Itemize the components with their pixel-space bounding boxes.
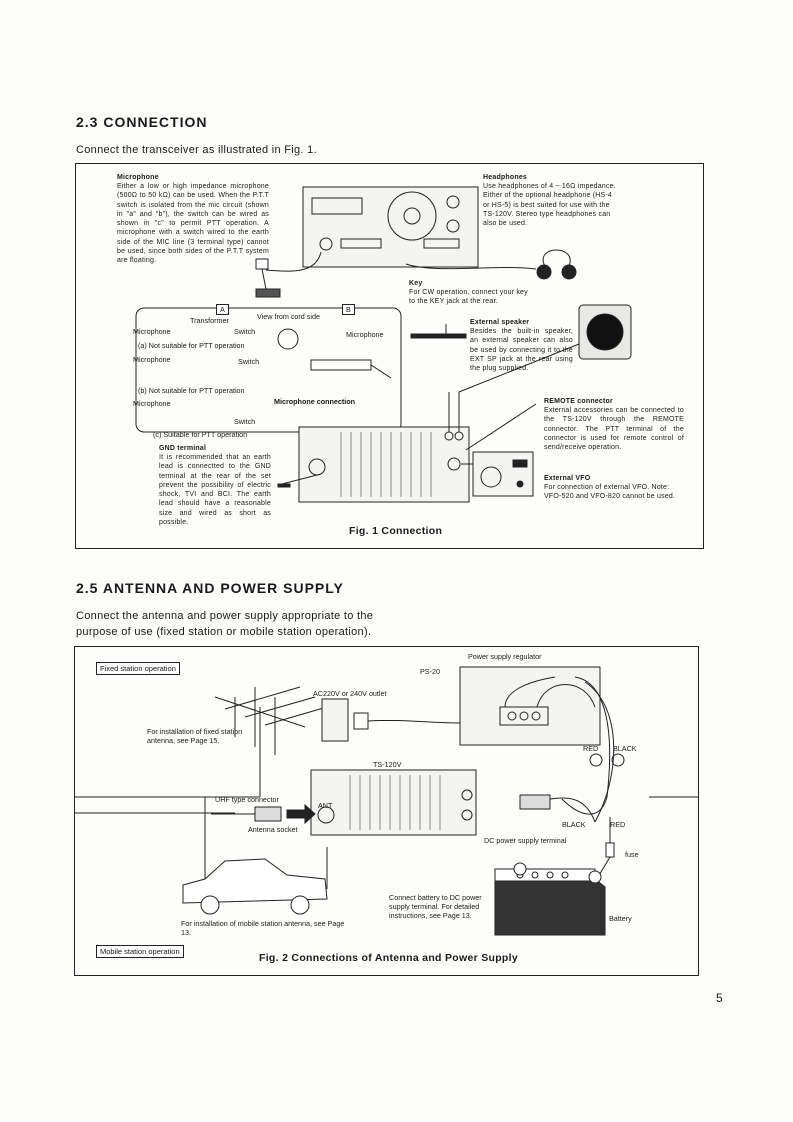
speaker-title: External speaker (470, 319, 530, 326)
note-c: (c) Suitable for PTT operation (153, 430, 248, 439)
battery-note: Connect battery to DC power supply termi… (389, 893, 482, 920)
section-heading-connection: 2.3 CONNECTION (76, 114, 208, 130)
switch-b-label: Switch (238, 357, 260, 366)
key-text: For CW operation, connect your key to th… (409, 289, 528, 306)
note-a: (a) Not suitable for PTT operation (138, 341, 245, 350)
transformer-label: Transformer (190, 316, 229, 325)
speaker-text: Besides the built-in speaker, an externa… (470, 328, 573, 373)
uhf-connector-label: UHF type connector (215, 795, 279, 804)
dc-terminal-label: DC power supply terminal (484, 836, 567, 845)
microphone-c-label: Microphone (133, 399, 171, 408)
figure-1-caption: Fig. 1 Connection (349, 525, 443, 537)
figure-2-frame: Fixed station operation Mobile station o… (74, 646, 699, 976)
microphone-text: Either a low or high impedance microphon… (117, 183, 269, 265)
headphones-title: Headphones (483, 174, 528, 181)
gnd-text: It is recommended that an earth lead is … (159, 454, 271, 527)
ts120v-label: TS-120V (373, 760, 402, 769)
note-b: (b) Not suitable for PTT operation (138, 386, 245, 395)
gnd-title: GND terminal (159, 445, 207, 452)
view-from-cord-label: View from cord side (257, 312, 320, 321)
ac-outlet-label: AC220V or 240V outlet (313, 689, 387, 698)
figure-1-drawing (135, 186, 632, 503)
inset-label-a: A (216, 304, 229, 315)
power-supply-regulator-label: Power supply regulator (468, 652, 542, 661)
microphone-plug-label: Microphone (346, 330, 384, 339)
figure-1-frame: Microphone Either a low or high impedanc… (75, 163, 704, 549)
section-intro-connection: Connect the transceiver as illustrated i… (76, 144, 317, 156)
black-label-top: BLACK (613, 744, 637, 753)
figure-2-caption: Fig. 2 Connections of Antenna and Power … (259, 952, 519, 964)
vfo-text: For connection of external VFO. Note: VF… (544, 484, 676, 501)
mobile-station-tag: Mobile station operation (96, 945, 184, 958)
switch-c-label: Switch (234, 417, 256, 426)
ant-label: ANT (318, 801, 333, 810)
section-heading-antenna: 2.5 ANTENNA AND POWER SUPPLY (76, 580, 344, 596)
microphone-title: Microphone (117, 174, 159, 181)
headphones-text: Use headphones of 4 ~ 16Ω impedance. Eit… (483, 183, 616, 228)
mobile-antenna-note: For installation of mobile station anten… (181, 919, 345, 937)
antenna-socket-label: Antenna socket (248, 825, 298, 834)
red-label-top: RED (583, 744, 599, 753)
remote-text: External accessories can be connected to… (544, 407, 684, 452)
remote-title: REMOTE connector (544, 398, 613, 405)
figure-2-drawing (75, 666, 698, 936)
fixed-station-tag: Fixed station operation (96, 662, 180, 675)
ps20-label: PS-20 (420, 667, 440, 676)
microphone-b-label: Microphone (133, 355, 171, 364)
mic-connection-label: Microphone connection (274, 397, 356, 406)
page-number: 5 (716, 991, 723, 1005)
section-intro-line-2: purpose of use (fixed station or mobile … (76, 626, 372, 638)
key-title: Key (409, 280, 423, 287)
red-label-bottom: RED (610, 820, 626, 829)
section-intro-line-1: Connect the antenna and power supply app… (76, 610, 374, 622)
fixed-antenna-note: For installation of fixed station antenn… (147, 727, 243, 745)
battery-label: Battery (609, 914, 632, 923)
vfo-title: External VFO (544, 475, 591, 482)
black-label-bottom: BLACK (562, 820, 586, 829)
microphone-a-label: Microphone (133, 327, 171, 336)
switch-a-label: Switch (234, 327, 256, 336)
inset-label-b: B (342, 304, 355, 315)
fuse-label: fuse (625, 850, 639, 859)
